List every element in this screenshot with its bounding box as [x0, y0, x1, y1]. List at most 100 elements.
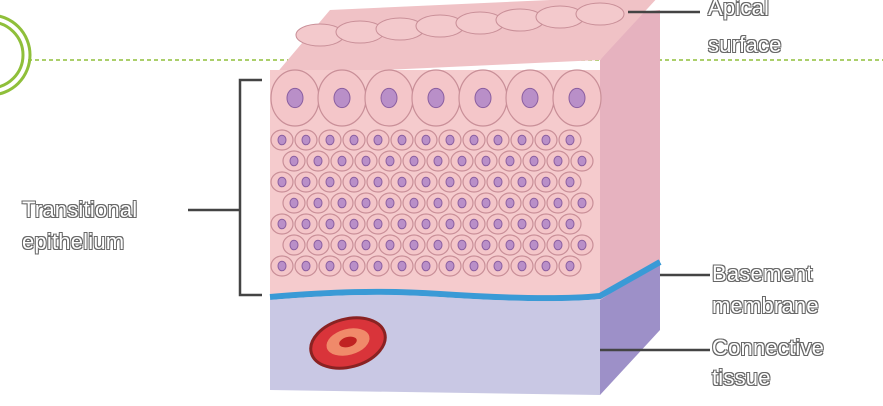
cell-nucleus	[530, 240, 538, 250]
transitional-label-line2: epithelium	[22, 230, 137, 254]
cell-nucleus	[566, 177, 574, 187]
cell-nucleus	[542, 177, 550, 187]
cell-nucleus	[446, 135, 454, 145]
cell-nucleus	[290, 240, 298, 250]
cell-nucleus	[398, 135, 406, 145]
cell-nucleus	[566, 135, 574, 145]
cell-nucleus	[278, 261, 286, 271]
cell-nucleus	[398, 177, 406, 187]
cell-nucleus	[578, 198, 586, 208]
cell-nucleus	[374, 219, 382, 229]
cell-nucleus	[350, 219, 358, 229]
cell-nucleus	[542, 261, 550, 271]
cell-nucleus	[422, 219, 430, 229]
cell-nucleus	[506, 198, 514, 208]
cell-nucleus	[530, 156, 538, 166]
cell-nucleus	[422, 261, 430, 271]
cell-nucleus	[326, 261, 334, 271]
cell-nucleus	[494, 219, 502, 229]
cell-nucleus	[482, 240, 490, 250]
cell-nucleus	[362, 156, 370, 166]
basement-membrane-label: Basement membrane	[712, 262, 819, 318]
cell-nucleus	[314, 240, 322, 250]
cell-nucleus	[446, 261, 454, 271]
cell-nucleus	[482, 156, 490, 166]
connective-tissue-label: Connective tissue	[712, 336, 824, 390]
cell-nucleus	[482, 198, 490, 208]
cell-nucleus	[374, 261, 382, 271]
connective-label-line1: Connective	[712, 336, 824, 360]
apical-label-line1: Apical	[708, 0, 782, 20]
cell-nucleus	[326, 177, 334, 187]
cell-nucleus	[446, 177, 454, 187]
cell-nucleus	[381, 88, 397, 107]
apical-label-line2: surface	[708, 33, 782, 57]
cell-nucleus	[422, 135, 430, 145]
cell-nucleus	[386, 240, 394, 250]
cell-nucleus	[278, 177, 286, 187]
cell-nucleus	[475, 88, 491, 107]
cell-nucleus	[278, 219, 286, 229]
cell-nucleus	[566, 219, 574, 229]
cell-nucleus	[326, 219, 334, 229]
apical-surface-label: Apical surface	[708, 0, 782, 57]
transitional-label-line1: Transitional	[22, 198, 137, 222]
cell-nucleus	[434, 198, 442, 208]
cell-nucleus	[314, 156, 322, 166]
cell-nucleus	[410, 156, 418, 166]
cell-nucleus	[350, 261, 358, 271]
cell-nucleus	[302, 177, 310, 187]
cell-nucleus	[314, 198, 322, 208]
cell-nucleus	[446, 219, 454, 229]
transitional-epithelium-label: Transitional epithelium	[22, 198, 137, 254]
transitional-bracket	[188, 80, 262, 295]
block-side-face-epithelium	[600, 10, 660, 300]
cell-nucleus	[458, 156, 466, 166]
cell-nucleus	[518, 261, 526, 271]
cell-nucleus	[542, 135, 550, 145]
cell-nucleus	[494, 135, 502, 145]
cell-nucleus	[470, 135, 478, 145]
surface-cell	[576, 3, 624, 25]
cell-nucleus	[518, 135, 526, 145]
cell-nucleus	[410, 198, 418, 208]
cell-nucleus	[458, 198, 466, 208]
cell-nucleus	[302, 135, 310, 145]
cell-nucleus	[494, 261, 502, 271]
cell-nucleus	[554, 240, 562, 250]
cell-nucleus	[470, 219, 478, 229]
cell-nucleus	[470, 177, 478, 187]
cell-nucleus	[566, 261, 574, 271]
basement-label-line1: Basement	[712, 262, 819, 286]
cell-nucleus	[554, 198, 562, 208]
cell-nucleus	[522, 88, 538, 107]
connective-label-line2: tissue	[712, 366, 824, 390]
cell-nucleus	[578, 240, 586, 250]
cell-nucleus	[518, 219, 526, 229]
cell-nucleus	[338, 156, 346, 166]
cell-nucleus	[569, 88, 585, 107]
cell-nucleus	[470, 261, 478, 271]
cell-nucleus	[554, 156, 562, 166]
cell-nucleus	[398, 219, 406, 229]
cell-nucleus	[338, 198, 346, 208]
cell-nucleus	[506, 240, 514, 250]
cell-nucleus	[578, 156, 586, 166]
decorative-circle	[0, 15, 30, 95]
cell-nucleus	[530, 198, 538, 208]
cell-nucleus	[428, 88, 444, 107]
cell-nucleus	[386, 156, 394, 166]
cell-nucleus	[350, 177, 358, 187]
cell-nucleus	[398, 261, 406, 271]
cell-nucleus	[374, 177, 382, 187]
cell-nucleus	[362, 240, 370, 250]
cell-nucleus	[422, 177, 430, 187]
cell-nucleus	[334, 88, 350, 107]
cell-nucleus	[494, 177, 502, 187]
cell-nucleus	[434, 240, 442, 250]
cell-nucleus	[302, 261, 310, 271]
cell-nucleus	[362, 198, 370, 208]
cell-nucleus	[290, 198, 298, 208]
cell-nucleus	[338, 240, 346, 250]
